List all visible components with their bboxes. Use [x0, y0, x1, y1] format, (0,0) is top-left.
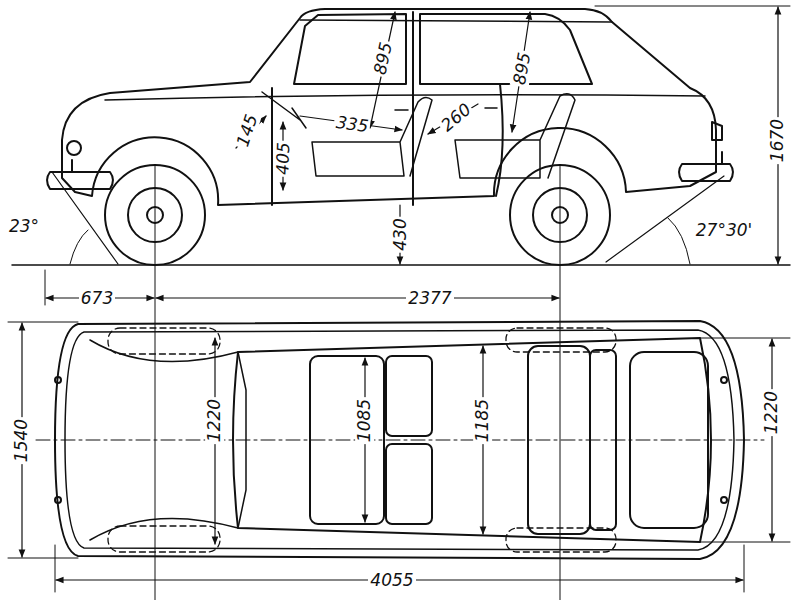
- wheel-outline: [108, 328, 616, 552]
- angle-line: [606, 176, 724, 262]
- lamp: [55, 377, 61, 383]
- dimension-label: 1540: [13, 416, 32, 463]
- cabin-outline: [233, 338, 711, 542]
- body-plan-outline: [55, 321, 744, 559]
- door-seam: [272, 12, 503, 205]
- roof-line: [300, 20, 612, 22]
- front-seat-back: [386, 444, 432, 524]
- dimension-label: 405: [273, 139, 293, 176]
- dimension-label: 1185: [473, 396, 492, 443]
- front-seat-cushion: [310, 356, 384, 524]
- dimension-label: 23°: [7, 217, 41, 236]
- dimension-label: 145: [232, 110, 261, 151]
- body-inner-line: [65, 330, 734, 550]
- centre-line: [36, 440, 764, 441]
- dimension-label: 2377: [406, 289, 453, 308]
- front-seat: [312, 97, 432, 176]
- rear-bumper: [679, 164, 733, 181]
- angle-line: [52, 172, 118, 264]
- body-outline: [62, 9, 716, 205]
- steering-wheel: [262, 92, 306, 128]
- overrider: [72, 152, 722, 172]
- dimension-label: 673: [79, 289, 115, 308]
- side-view: [12, 6, 790, 600]
- dimension-label: 335: [333, 112, 372, 136]
- angle-arc: [668, 218, 690, 264]
- dimension-label: 1670: [768, 116, 787, 163]
- dimension-label: 895: [370, 38, 396, 78]
- door-handle: [395, 108, 497, 110]
- dimension-label: 1220: [205, 396, 224, 443]
- front-window: [294, 14, 406, 84]
- dimension-label: 4055: [368, 571, 415, 590]
- ground-line: [12, 264, 790, 266]
- angle-arc: [70, 230, 88, 264]
- dimension-label: 895: [509, 48, 534, 87]
- rear-window: [630, 352, 708, 528]
- rear-window: [420, 14, 592, 84]
- headlight: [67, 141, 81, 155]
- extension-line: [595, 6, 790, 7]
- top-view: [8, 321, 790, 592]
- dimension-label: 27°30': [694, 221, 754, 240]
- front-seat-back: [386, 356, 432, 436]
- belt-line: [105, 95, 705, 100]
- tail-light: [712, 122, 722, 140]
- lamp: [55, 497, 61, 503]
- dimension-label: 1220: [762, 388, 781, 435]
- front-bumper: [47, 172, 113, 189]
- lamp: [721, 377, 727, 383]
- hood: [90, 340, 246, 540]
- rear-seat-back: [590, 350, 616, 530]
- dimension-label: 260: [436, 98, 476, 136]
- extension-line: [8, 322, 790, 592]
- rear-seat-cushion: [528, 346, 590, 534]
- dimension-label: 430: [390, 216, 409, 252]
- dimension-line: [156, 297, 559, 298]
- dimension-label: 1085: [355, 396, 374, 443]
- lamp: [721, 497, 727, 503]
- dimension-line: [771, 339, 772, 541]
